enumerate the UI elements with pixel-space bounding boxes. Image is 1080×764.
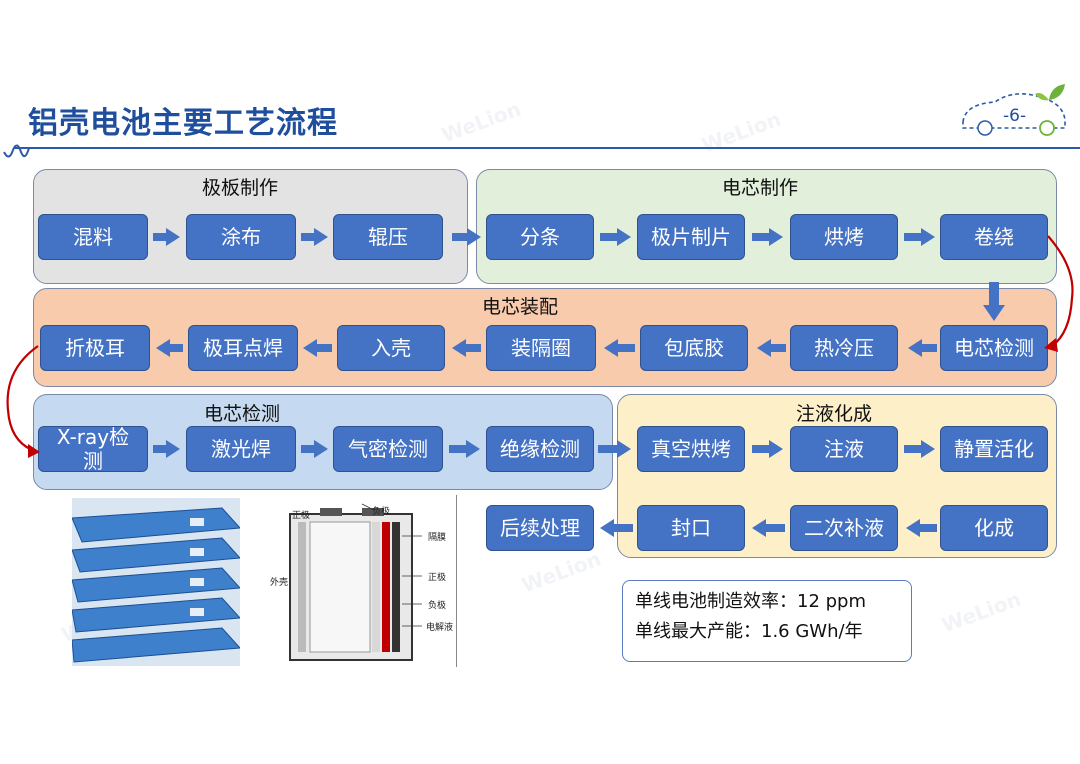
step-spacer-ring: 装隔圈 bbox=[486, 325, 596, 371]
step-rolling: 辊压 bbox=[333, 214, 443, 260]
arrow-shaft bbox=[301, 445, 315, 453]
step-post-processing: 后续处理 bbox=[486, 505, 594, 551]
title-underline bbox=[14, 147, 1080, 149]
arrow-left-icon bbox=[600, 519, 614, 537]
group-title-core-test: 电芯检测 bbox=[203, 403, 280, 425]
arrow-left-icon bbox=[757, 339, 771, 357]
arrow-shaft bbox=[752, 233, 770, 241]
label-positive-terminal: 正极 bbox=[292, 511, 311, 521]
car-logo-icon bbox=[962, 84, 1066, 136]
step-tab-welding: 极耳点焊 bbox=[188, 325, 298, 371]
step-winding: 卷绕 bbox=[940, 214, 1048, 260]
group-title-assembly: 电芯装配 bbox=[481, 296, 558, 318]
step-leak-test: 气密检测 bbox=[333, 426, 443, 472]
arrow-shaft bbox=[316, 344, 332, 352]
arrow-shaft bbox=[921, 344, 937, 352]
label-electrolyte: 电解液 bbox=[426, 623, 454, 633]
arrow-left-icon bbox=[156, 339, 170, 357]
step-vacuum-bake: 真空烘烤 bbox=[637, 426, 745, 472]
arrow-right-icon bbox=[617, 440, 631, 458]
curved-connector-right bbox=[1044, 235, 1074, 352]
watermark: WeLion bbox=[938, 586, 1025, 638]
step-bottom-tape: 包底胶 bbox=[640, 325, 748, 371]
arrow-shaft bbox=[989, 282, 999, 306]
arrow-right-icon bbox=[466, 440, 480, 458]
arrow-shaft bbox=[169, 344, 183, 352]
step-hot-cold-press: 热冷压 bbox=[790, 325, 898, 371]
arrow-left-icon bbox=[452, 339, 466, 357]
step-laser-weld: 激光焊 bbox=[186, 426, 296, 472]
arrow-right-icon bbox=[921, 228, 935, 246]
arrow-right-icon bbox=[617, 228, 631, 246]
arrow-right-icon bbox=[769, 228, 783, 246]
curved-connector-left bbox=[6, 345, 40, 458]
group-title-electrode: 极板制作 bbox=[201, 177, 278, 199]
arrow-shaft bbox=[617, 344, 635, 352]
arrow-right-icon bbox=[166, 228, 180, 246]
arrow-down-icon bbox=[983, 305, 1005, 321]
label-negative-terminal: 负极 bbox=[372, 507, 391, 517]
battery-stack-photo bbox=[71, 498, 242, 666]
watermark: WeLion bbox=[438, 96, 525, 148]
arrow-right-icon bbox=[921, 440, 935, 458]
arrow-shaft bbox=[449, 445, 467, 453]
watermark: WeLion bbox=[518, 546, 605, 598]
label-negative-layer: 负极 bbox=[428, 601, 447, 611]
divider-line bbox=[456, 495, 457, 667]
arrow-shaft bbox=[770, 344, 786, 352]
arrow-shaft bbox=[904, 445, 922, 453]
arrow-right-icon bbox=[467, 228, 481, 246]
step-slitting: 分条 bbox=[486, 214, 594, 260]
arrow-shaft bbox=[465, 344, 481, 352]
page-number: -6- bbox=[1003, 106, 1027, 126]
arrow-shaft bbox=[752, 445, 770, 453]
label-positive-layer: 正极 bbox=[428, 573, 447, 583]
arrow-right-icon bbox=[769, 440, 783, 458]
arrow-shaft bbox=[598, 445, 618, 453]
group-title-core-making: 电芯制作 bbox=[721, 177, 798, 199]
battery-stack-illustration bbox=[71, 498, 242, 666]
step-xray: X-ray检测 bbox=[38, 425, 148, 473]
stat-efficiency: 单线电池制造效率：12 ppm bbox=[635, 591, 867, 612]
group-title-injection: 注液化成 bbox=[795, 403, 872, 425]
step-injection: 注液 bbox=[790, 426, 898, 472]
label-case: 外壳 bbox=[270, 578, 289, 588]
arrow-right-icon bbox=[314, 228, 328, 246]
step-formation: 化成 bbox=[940, 505, 1048, 551]
capacity-stats: 单线电池制造效率：12 ppm 单线最大产能：1.6 GWh/年 bbox=[622, 580, 912, 662]
label-separator: 隔膜 bbox=[428, 533, 447, 543]
step-core-inspection: 电芯检测 bbox=[940, 325, 1048, 371]
arrow-right-icon bbox=[314, 440, 328, 458]
arrow-shaft bbox=[919, 524, 937, 532]
arrow-left-icon bbox=[908, 339, 922, 357]
arrow-right-icon bbox=[166, 440, 180, 458]
watermark: WeLion bbox=[698, 106, 785, 158]
page-title: 铝壳电池主要工艺流程 bbox=[28, 106, 338, 141]
step-aging: 静置活化 bbox=[940, 426, 1048, 472]
arrow-shaft bbox=[301, 233, 315, 241]
arrow-shaft bbox=[153, 233, 167, 241]
step-tab-folding: 折极耳 bbox=[40, 325, 150, 371]
arrow-left-icon bbox=[906, 519, 920, 537]
arrow-shaft bbox=[600, 233, 618, 241]
arrow-shaft bbox=[153, 445, 167, 453]
arrow-shaft bbox=[765, 524, 785, 532]
stat-capacity: 单线最大产能：1.6 GWh/年 bbox=[635, 621, 863, 642]
arrow-shaft bbox=[613, 524, 633, 532]
arrow-left-icon bbox=[752, 519, 766, 537]
step-casing: 入壳 bbox=[337, 325, 445, 371]
step-secondary-fill: 二次补液 bbox=[790, 505, 898, 551]
step-sealing: 封口 bbox=[637, 505, 745, 551]
step-coating: 涂布 bbox=[186, 214, 296, 260]
step-baking: 烘烤 bbox=[790, 214, 898, 260]
arrow-shaft bbox=[904, 233, 922, 241]
arrow-shaft bbox=[452, 233, 468, 241]
step-insulation-test: 绝缘检测 bbox=[486, 426, 594, 472]
arrow-left-icon bbox=[303, 339, 317, 357]
wave-decoration bbox=[3, 144, 30, 158]
arrow-left-icon bbox=[604, 339, 618, 357]
cell-structure-diagram bbox=[262, 500, 452, 670]
step-mixing: 混料 bbox=[38, 214, 148, 260]
step-tab-cutting: 极片制片 bbox=[637, 214, 745, 260]
